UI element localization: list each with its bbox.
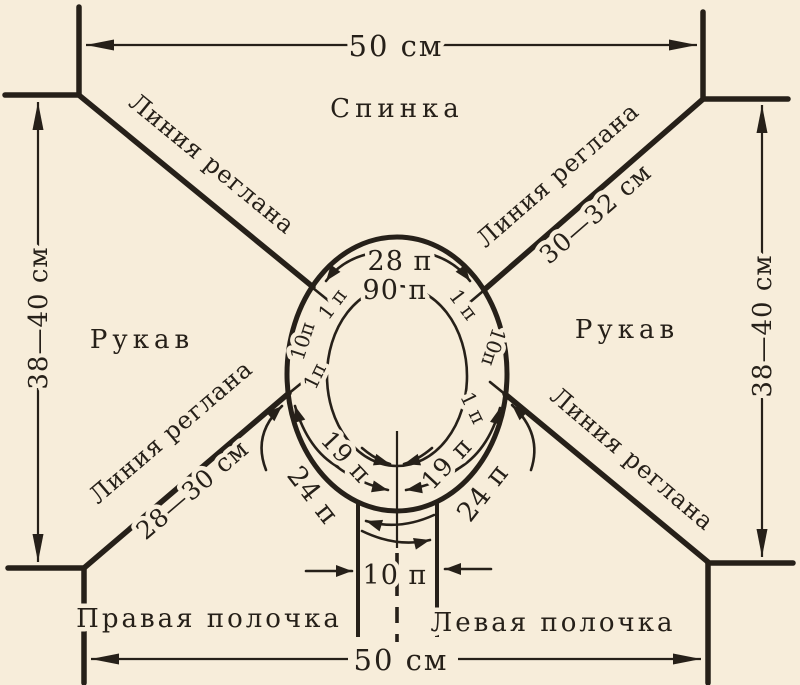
arrow-front-neck-left-in: [334, 464, 390, 493]
st-label-back-neck: 28 п: [368, 246, 433, 277]
stitch-arrows: [260, 252, 536, 577]
raglan-tick-marks: [275, 278, 519, 406]
label-front-left: Левая полочка: [431, 608, 676, 638]
st-label-neck-total: 90 п: [363, 275, 428, 306]
dim-label-top-width: 50 см: [349, 29, 444, 63]
arrow-neck-total-right: [402, 446, 434, 466]
neck-tick-top-left: [301, 278, 331, 303]
dim-label-right-height: 38—40 см: [748, 254, 778, 397]
arrow-back-neck-left: [324, 252, 370, 283]
raglan-lines: [77, 93, 711, 571]
corner-marks: [2, 4, 796, 685]
raglan-line-bottom-left: [81, 390, 292, 571]
arrow-front-neck-left-up: [293, 404, 340, 469]
arrow-front-rows-right: [510, 403, 536, 472]
neck-tick-top-right: [467, 279, 497, 305]
raglan-line-bottom-right: [502, 391, 711, 565]
arrow-band-row-lower: [360, 529, 432, 550]
dim-label-bottom-width: 50 см: [354, 643, 449, 677]
label-sleeve-left: Рукав: [90, 325, 194, 355]
raglan-line-top-left: [77, 93, 316, 290]
label-back: Спинка: [330, 94, 464, 124]
arrow-band-row-upper: [364, 513, 436, 532]
label-sleeve-right: Рукав: [575, 315, 679, 345]
st-label-front-band: 10 п: [363, 560, 428, 591]
label-front-right: Правая полочка: [76, 604, 342, 634]
arrow-neck-total-left: [360, 446, 392, 466]
dimension-lines: [32, 39, 768, 665]
neck-tick-bottom-left: [275, 379, 306, 405]
arrow-front-rows-left: [260, 404, 284, 472]
front-band-strip: [356, 503, 439, 637]
arrow-front-neck-right-up: [454, 406, 502, 472]
raglan-line-top-right: [481, 97, 705, 293]
arrow-back-neck-right: [428, 252, 472, 283]
dim-label-left-height: 38—40 см: [24, 246, 54, 389]
arrow-front-neck-right-in: [404, 467, 460, 494]
